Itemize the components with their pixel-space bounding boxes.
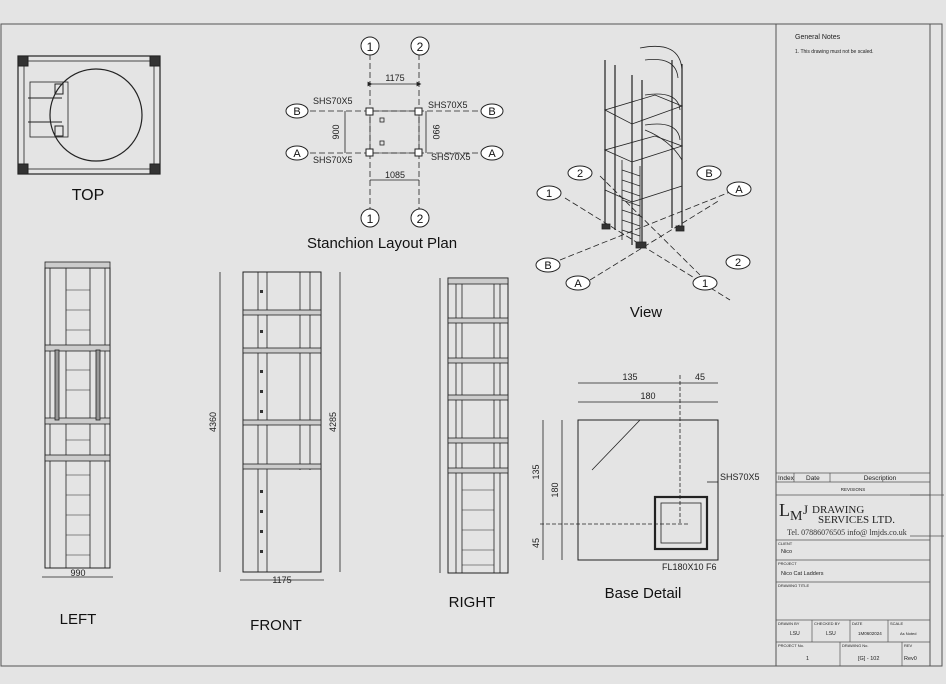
grid-a-left: A: [293, 148, 301, 160]
rev-date-header: Date: [806, 475, 820, 482]
general-notes-title: General Notes: [795, 34, 841, 41]
grid-b-right: B: [488, 106, 495, 118]
base-dim-135-side: 135: [531, 464, 541, 479]
date-value: 1M0602024: [858, 631, 882, 636]
logo-letter-j: J: [803, 502, 808, 517]
iso-grid-1-bottom: 1: [702, 278, 708, 290]
rev-index-header: Index: [778, 475, 795, 482]
logo-line2: SERVICES LTD.: [818, 514, 895, 526]
left-dim-width: 990: [70, 568, 85, 578]
rev-value: Rev0: [904, 656, 917, 662]
rev-desc-header: Description: [864, 475, 897, 482]
company-contact: Tel. 07886076505 info@ lmjds.co.uk: [787, 528, 907, 537]
date-label: DATE: [852, 621, 863, 626]
scale-label: SCALE: [890, 621, 903, 626]
logo-letter-m: M: [790, 509, 803, 524]
plan-dim-left: 900: [331, 124, 341, 139]
project-no-label: PROJECT No.: [778, 643, 804, 648]
scale-value: As Noted: [900, 631, 916, 636]
shs-label-bl: SHS70X5: [313, 155, 353, 165]
shs-label-br: SHS70X5: [431, 152, 471, 162]
checked-by-value: LSU: [826, 631, 836, 637]
iso-view: [559, 45, 736, 301]
grid-2-bottom: 2: [417, 212, 424, 226]
base-dim-180-side: 180: [550, 482, 560, 497]
drawing-no-label: DRAWING No.: [842, 643, 869, 648]
front-dim-height-right: 4285: [328, 412, 338, 432]
client-value: Nico: [781, 549, 792, 555]
stanchion-plan: [310, 54, 478, 210]
grid-1-bottom: 1: [367, 212, 374, 226]
right-elevation: [439, 277, 509, 574]
base-dim-45-side: 45: [531, 538, 541, 548]
base-dim-45-top: 45: [695, 372, 705, 382]
left-view-label: LEFT: [60, 611, 97, 628]
drawn-by-label: DRAWN BY: [778, 621, 800, 626]
base-dim-135-top: 135: [622, 372, 637, 382]
company-logo: L M J DRAWING SERVICES LTD.: [779, 500, 895, 526]
stanchion-plan-label: Stanchion Layout Plan: [307, 235, 457, 252]
iso-grid-a-bottom: A: [574, 278, 582, 290]
project-value: Nico Cat Ladders: [781, 571, 824, 577]
iso-grid-a-right: A: [735, 184, 743, 196]
grid-2-top: 2: [417, 40, 424, 54]
title-block: [776, 472, 944, 666]
revisions-label: REVISIONS: [841, 487, 866, 492]
grid-bubbles-iso: [535, 165, 752, 291]
client-label: CLIENT: [778, 541, 793, 546]
shs-label-tl: SHS70X5: [313, 96, 353, 106]
iso-grid-2-top: 2: [577, 168, 583, 180]
grid-1-top: 1: [367, 40, 374, 54]
top-view-label: TOP: [72, 187, 105, 204]
iso-grid-1-left: 1: [546, 188, 552, 200]
rev-label: REV: [904, 643, 913, 648]
front-dim-width: 1175: [272, 575, 291, 585]
left-elevation: [42, 261, 113, 578]
project-label: PROJECT: [778, 561, 797, 566]
shs-label-tr: SHS70X5: [428, 100, 468, 110]
base-dim-180-top: 180: [640, 391, 655, 401]
logo-line1: DRAWING: [812, 504, 864, 516]
front-elevation: [219, 271, 341, 581]
logo-letter-l: L: [779, 500, 790, 520]
iso-grid-b-left: B: [544, 260, 551, 272]
plan-dim-right: 990: [431, 124, 441, 139]
grid-bubbles-plan: [285, 36, 504, 228]
base-shs-label: SHS70X5: [720, 472, 760, 482]
right-view-label: RIGHT: [449, 594, 496, 611]
iso-grid-b-top: B: [705, 168, 712, 180]
grid-a-right: A: [488, 148, 496, 160]
grid-b-left: B: [293, 106, 300, 118]
base-detail-label: Base Detail: [605, 585, 682, 602]
drawn-by-value: LSU: [790, 631, 800, 637]
plan-dim-top: 1175: [385, 73, 404, 83]
title-block-frame: [775, 23, 931, 667]
iso-view-label: View: [630, 304, 662, 321]
plan-dim-bottom: 1085: [385, 170, 405, 180]
base-plate-label: FL180X10 F6: [662, 562, 717, 572]
iso-grid-2-right: 2: [735, 257, 741, 269]
front-view-label: FRONT: [250, 617, 302, 634]
front-dim-height-left: 4360: [208, 412, 218, 432]
top-view: [17, 55, 161, 175]
drawing-title-label: DRAWING TITLE: [778, 583, 809, 588]
base-detail: [540, 375, 719, 561]
checked-by-label: CHECKED BY: [814, 621, 840, 626]
drawing-no-value: [G] - 102: [858, 656, 879, 662]
general-note-1: 1. This drawing must not be scaled.: [795, 49, 874, 55]
project-no-value: 1: [806, 656, 809, 662]
